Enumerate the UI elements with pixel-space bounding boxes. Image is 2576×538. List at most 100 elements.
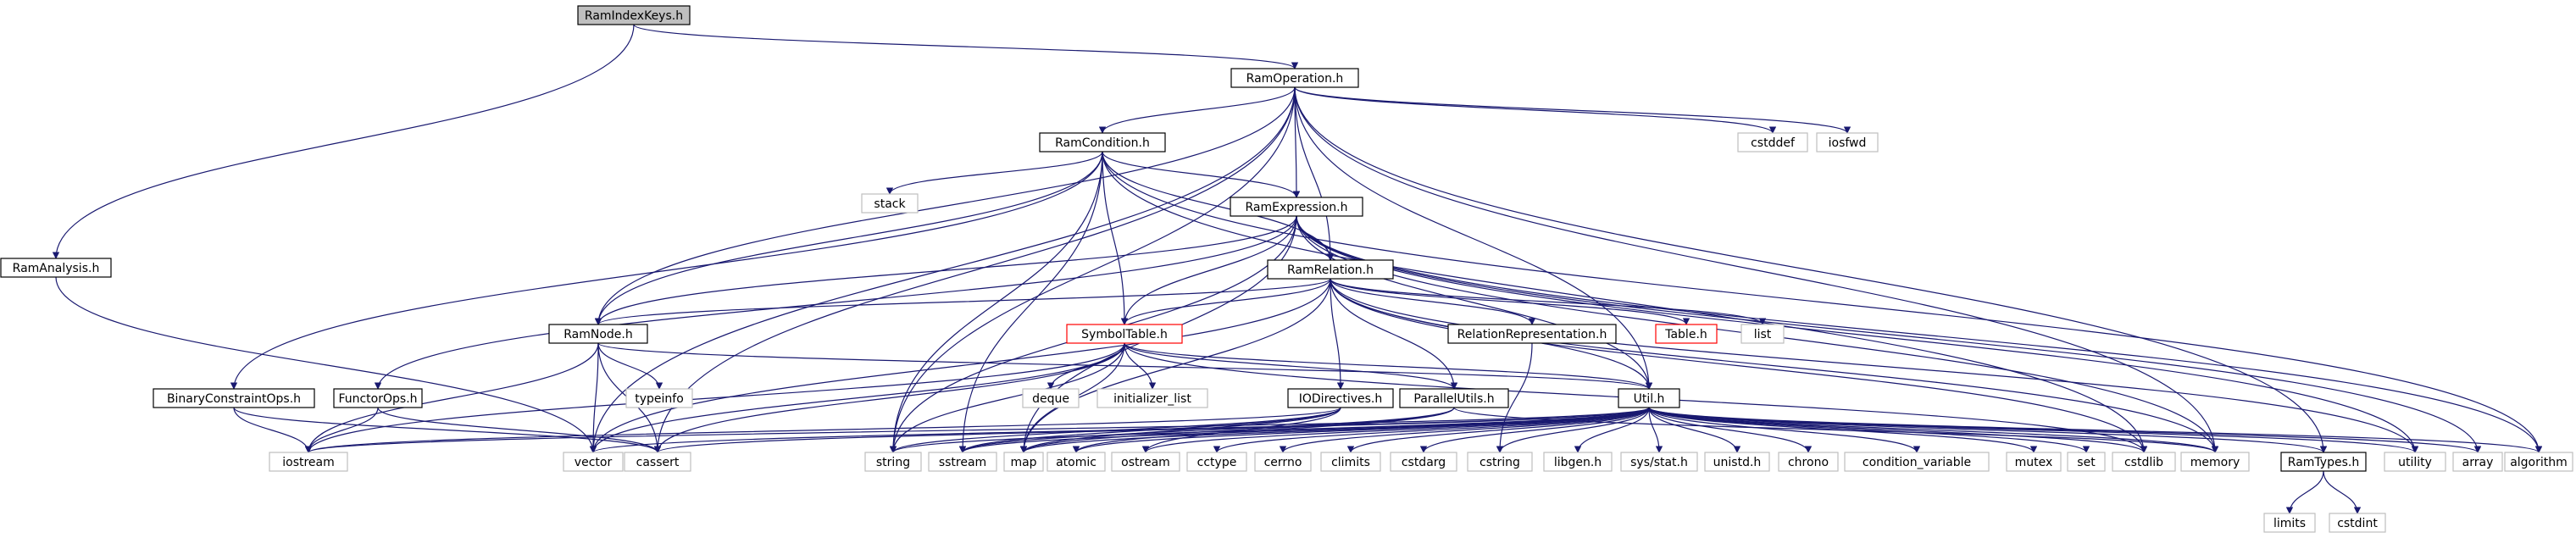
node-label: array: [2462, 456, 2494, 469]
node-label: climits: [1331, 456, 1370, 469]
edge-RamOperation-to-RamNode: [594, 86, 1296, 325]
edge-RamOperation-to-cassert: [653, 86, 1296, 453]
edge-Util-to-cstring: [1496, 407, 1650, 453]
edge-RamCondition-to-sstream: [958, 151, 1103, 453]
node-box: [333, 388, 423, 408]
edge-SymbolTable-to-cassert: [653, 342, 1125, 453]
edge-RamNode-to-Util: [597, 342, 1652, 390]
node-label: deque: [1032, 392, 1069, 406]
node-initializer_list: initializer_list: [1096, 388, 1208, 408]
node-box: [928, 452, 997, 472]
node-RamOperation[interactable]: RamOperation.h: [1230, 68, 1359, 88]
node-box: [1186, 452, 1247, 472]
edge-Util-to-cerrno: [1279, 407, 1650, 453]
edge-ParallelUtils-to-sstream: [958, 407, 1455, 453]
node-BinaryConstraintOps[interactable]: BinaryConstraintOps.h: [153, 388, 315, 408]
node-RelationRepresentation[interactable]: RelationRepresentation.h: [1447, 324, 1617, 344]
node-box: [864, 452, 922, 472]
node-vector: vector: [563, 452, 624, 472]
edge-Util-to-ostream: [1141, 407, 1650, 453]
node-RamCondition[interactable]: RamCondition.h: [1039, 132, 1166, 153]
node-box: [1844, 452, 1990, 472]
node-box: [1740, 324, 1785, 344]
edge-Util-to-cstdarg: [1419, 407, 1650, 453]
node-label: iosfwd: [1829, 136, 1867, 150]
edge-SymbolTable-to-ParallelUtils: [1124, 342, 1458, 390]
node-label: RamRelation.h: [1287, 263, 1374, 277]
node-box: [1096, 388, 1208, 408]
edge-RamCondition-to-RamExpression: [1102, 151, 1301, 198]
node-label: RamCondition.h: [1055, 136, 1150, 150]
edge-Util-to-condition_variable: [1648, 407, 1921, 453]
node-atomic: atomic: [1046, 452, 1106, 472]
node-box: [0, 258, 112, 278]
node-box: [1447, 324, 1617, 344]
node-RamAnalysis[interactable]: RamAnalysis.h: [0, 258, 112, 278]
node-label: condition_variable: [1863, 456, 1971, 469]
edge-RamTypes-to-cstdint: [2323, 470, 2362, 514]
node-label: initializer_list: [1113, 392, 1191, 406]
node-label: RamIndexKeys.h: [585, 9, 683, 23]
node-RamIndexKeys[interactable]: RamIndexKeys.h: [577, 5, 691, 25]
node-label: Util.h: [1634, 392, 1665, 406]
node-Util[interactable]: Util.h: [1618, 388, 1680, 408]
node-Table[interactable]: Table.h: [1655, 324, 1718, 344]
node-mutex: mutex: [2006, 452, 2062, 472]
edge-Util-to-chrono: [1648, 407, 1813, 453]
node-box: [2280, 452, 2367, 472]
node-label: string: [876, 456, 910, 469]
node-box: [2067, 452, 2106, 472]
edge-RamNode-to-vector: [589, 342, 599, 453]
node-RamTypes[interactable]: RamTypes.h: [2280, 452, 2367, 472]
edge-RamRelation-to-utility: [1330, 278, 2419, 453]
node-box: [1320, 452, 1381, 472]
node-box: [2504, 452, 2573, 472]
node-FunctorOps[interactable]: FunctorOps.h: [333, 388, 423, 408]
node-label: typeinfo: [635, 392, 684, 406]
node-label: RamExpression.h: [1246, 201, 1348, 214]
node-label: IODirectives.h: [1299, 392, 1382, 406]
node-box: [548, 324, 648, 344]
node-RamRelation[interactable]: RamRelation.h: [1267, 259, 1394, 280]
edge-RamOperation-to-iosfwd: [1294, 86, 1852, 134]
edge-RamCondition-to-cstdlib: [1102, 151, 2148, 453]
edge-RamOperation-to-RamTypes: [1294, 86, 2328, 453]
node-label: RelationRepresentation.h: [1457, 328, 1607, 341]
node-map: map: [1003, 452, 1044, 472]
edge-RamCondition-to-string: [889, 151, 1103, 453]
node-label: limits: [2273, 517, 2306, 530]
node-box: [625, 388, 693, 408]
node-utility: utility: [2384, 452, 2446, 472]
edge-RamRelation-to-list: [1330, 278, 1767, 325]
node-iostream: iostream: [269, 452, 348, 472]
edge-Util-to-cassert: [654, 407, 1650, 453]
node-label: cstddef: [1751, 136, 1796, 150]
node-box: [1467, 452, 1533, 472]
edge-Util-to-sysstat: [1648, 407, 1663, 453]
node-IODirectives[interactable]: IODirectives.h: [1287, 388, 1394, 408]
node-box: [1230, 197, 1363, 217]
node-RamNode[interactable]: RamNode.h: [548, 324, 648, 344]
node-unistd: unistd.h: [1704, 452, 1770, 472]
edge-RamRelation-to-IODirectives: [1330, 278, 1345, 390]
node-condition_variable: condition_variable: [1844, 452, 1990, 472]
node-label: RamAnalysis.h: [13, 262, 100, 275]
node-label: mutex: [2015, 456, 2053, 469]
node-box: [1704, 452, 1770, 472]
edge-Util-to-iostream: [305, 407, 1650, 453]
node-deque: deque: [1022, 388, 1080, 408]
node-label: ParallelUtils.h: [1413, 392, 1494, 406]
node-box: [2263, 513, 2316, 533]
edge-RamTypes-to-limits: [2285, 470, 2324, 514]
node-box: [1287, 388, 1394, 408]
node-box: [1111, 452, 1180, 472]
node-SymbolTable[interactable]: SymbolTable.h: [1066, 324, 1183, 344]
node-RamExpression[interactable]: RamExpression.h: [1230, 197, 1363, 217]
node-label: cstring: [1480, 456, 1520, 469]
node-label: RamNode.h: [564, 328, 633, 341]
edge-RamOperation-to-Util: [1294, 86, 1653, 390]
node-label: RamTypes.h: [2288, 456, 2359, 469]
node-ParallelUtils[interactable]: ParallelUtils.h: [1399, 388, 1509, 408]
node-limits: limits: [2263, 513, 2316, 533]
